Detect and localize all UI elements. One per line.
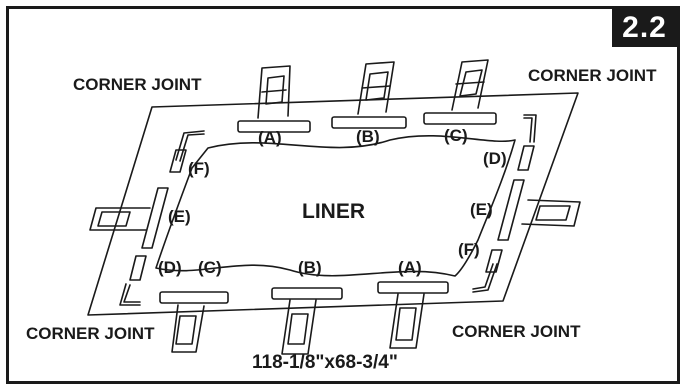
part-label-right-e: (E): [470, 200, 493, 219]
diagram-frame: [6, 6, 680, 384]
rail-top-b: [331, 116, 407, 129]
rail-right-f: [485, 249, 503, 273]
part-label-bottom-c: (C): [198, 258, 222, 277]
pool-dimensions-label: 118-1/8"x68-3/4": [252, 352, 398, 373]
rail-left-f: [169, 149, 187, 173]
part-label-top-c: (C): [444, 126, 468, 145]
rail-bottom-b: [271, 287, 343, 300]
leg-bottom-3: [389, 293, 425, 349]
rail-top-c: [423, 112, 497, 125]
corner-joint-label-top-right: CORNER JOINT: [528, 66, 657, 85]
leg-left: [89, 207, 151, 231]
part-label-left-f: (F): [188, 159, 210, 178]
leg-bottom-2: [281, 299, 317, 355]
part-label-right-f: (F): [458, 240, 480, 259]
pool-frame-outline: [87, 92, 579, 316]
rail-left-d: [129, 255, 147, 281]
liner-label: LINER: [302, 200, 365, 223]
rail-right-e: [497, 179, 525, 241]
liner-outline: [155, 134, 516, 277]
leg-top-1: [257, 65, 291, 119]
part-label-top-a: (A): [258, 128, 282, 147]
part-label-right-d: (D): [483, 149, 507, 168]
part-label-bottom-a: (A): [398, 258, 422, 277]
leg-bottom-1: [171, 304, 205, 353]
part-label-left-e: (E): [168, 207, 191, 226]
corner-joint-top-left-piece: [175, 130, 205, 161]
leg-top-3: [451, 59, 489, 111]
rail-bottom-c: [159, 291, 229, 304]
corner-joint-bottom-left-piece: [119, 283, 141, 306]
rail-top-a: [237, 120, 311, 133]
rail-left-e: [141, 187, 169, 249]
leg-top-2: [357, 61, 395, 115]
part-label-bottom-d: (D): [158, 258, 182, 277]
rail-right-d: [517, 145, 535, 171]
part-label-top-b: (B): [356, 127, 380, 146]
corner-joint-label-top-left: CORNER JOINT: [73, 75, 202, 94]
corner-joint-top-right-piece: [523, 114, 537, 143]
corner-joint-label-bottom-left: CORNER JOINT: [26, 324, 155, 343]
step-number-badge: 2.2: [612, 9, 677, 47]
part-label-bottom-b: (B): [298, 258, 322, 277]
rail-bottom-a: [377, 281, 449, 294]
corner-joint-label-bottom-right: CORNER JOINT: [452, 322, 581, 341]
leg-right: [521, 199, 581, 227]
